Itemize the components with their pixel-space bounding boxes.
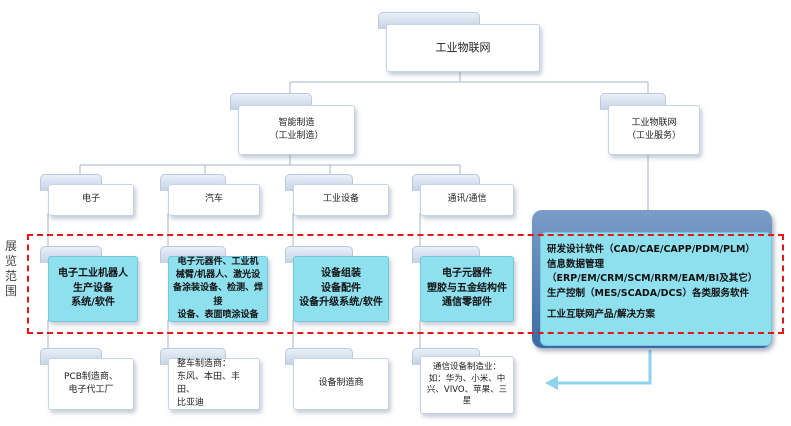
exhibition-scope-label: 展览范围 xyxy=(4,239,17,298)
category-equipment-label: 工业设备 xyxy=(293,184,389,216)
category-auto: 汽车 xyxy=(160,174,260,216)
supplier-equipment-text: 设备制造商 xyxy=(293,358,389,410)
category-telecom-label: 通讯/通信 xyxy=(420,184,514,216)
industrial-services-list: 研发设计软件（CAD/CAE/CAPP/PDM/PLM） 信息数据管理 （ERP… xyxy=(540,232,772,346)
service-line: 研发设计软件（CAD/CAE/CAPP/PDM/PLM） xyxy=(547,244,755,255)
range-electronics: 电子工业机器人 生产设备 系统/软件 xyxy=(40,246,138,322)
return-arrow-head xyxy=(545,376,558,390)
range-equipment: 设备组装 设备配件 设备升级系统/软件 xyxy=(285,246,389,322)
service-line: 工业互联网产品/解决方案 xyxy=(547,308,655,320)
supplier-telecom: 通信设备制造业： 如：华为、小米、中 兴、VIVO、苹果、三 星 xyxy=(412,348,514,414)
industrial-service-node: 工业物联网 （工业服务） xyxy=(600,93,700,155)
smart-manufacturing-node: 智能制造 （工业制造） xyxy=(230,93,355,155)
supplier-electronics-text: PCB制造商、 电子代工厂 xyxy=(48,358,134,410)
category-electronics-label: 电子 xyxy=(48,184,134,216)
industrial-service-label: 工业物联网 （工业服务） xyxy=(608,105,700,155)
range-equipment-text: 设备组装 设备配件 设备升级系统/软件 xyxy=(293,256,389,322)
return-arrow xyxy=(555,350,652,385)
service-line: 生产控制（MES/SCADA/DCS）各类服务软件 xyxy=(547,288,750,300)
range-auto: 电子元器件、工业机 械臂/机器人、激光设 备涂装设备、检测、焊接 设备、表面喷涂… xyxy=(160,246,268,322)
category-auto-label: 汽车 xyxy=(168,184,260,216)
root-node-label: 工业物联网 xyxy=(386,24,540,72)
industrial-services-box: 研发设计软件（CAD/CAE/CAPP/PDM/PLM） 信息数据管理 （ERP… xyxy=(532,210,772,348)
supplier-telecom-text: 通信设备制造业： 如：华为、小米、中 兴、VIVO、苹果、三 星 xyxy=(420,356,514,414)
supplier-auto-text: 整车制造商： 东风、本田、丰田、 比亚迪 xyxy=(168,358,260,410)
range-electronics-text: 电子工业机器人 生产设备 系统/软件 xyxy=(48,256,138,322)
exhibition-scope-frame xyxy=(27,234,784,334)
category-equipment: 工业设备 xyxy=(285,174,389,216)
service-line: 信息数据管理 xyxy=(547,258,605,270)
service-line: （ERP/EM/CRM/SCM/RRM/EAM/BI及其它） xyxy=(547,273,758,285)
supplier-auto: 整车制造商： 东风、本田、丰田、 比亚迪 xyxy=(160,348,260,410)
category-telecom: 通讯/通信 xyxy=(412,174,514,216)
range-telecom-text: 电子元器件 塑胶与五金结构件 通信零部件 xyxy=(420,256,514,322)
root-node: 工业物联网 xyxy=(378,12,540,72)
smart-manufacturing-label: 智能制造 （工业制造） xyxy=(238,105,355,155)
range-auto-text: 电子元器件、工业机 械臂/机器人、激光设 备涂装设备、检测、焊接 设备、表面喷涂… xyxy=(168,256,268,322)
range-telecom: 电子元器件 塑胶与五金结构件 通信零部件 xyxy=(412,246,514,322)
supplier-equipment: 设备制造商 xyxy=(285,348,389,410)
supplier-electronics: PCB制造商、 电子代工厂 xyxy=(40,348,134,410)
category-electronics: 电子 xyxy=(40,174,134,216)
